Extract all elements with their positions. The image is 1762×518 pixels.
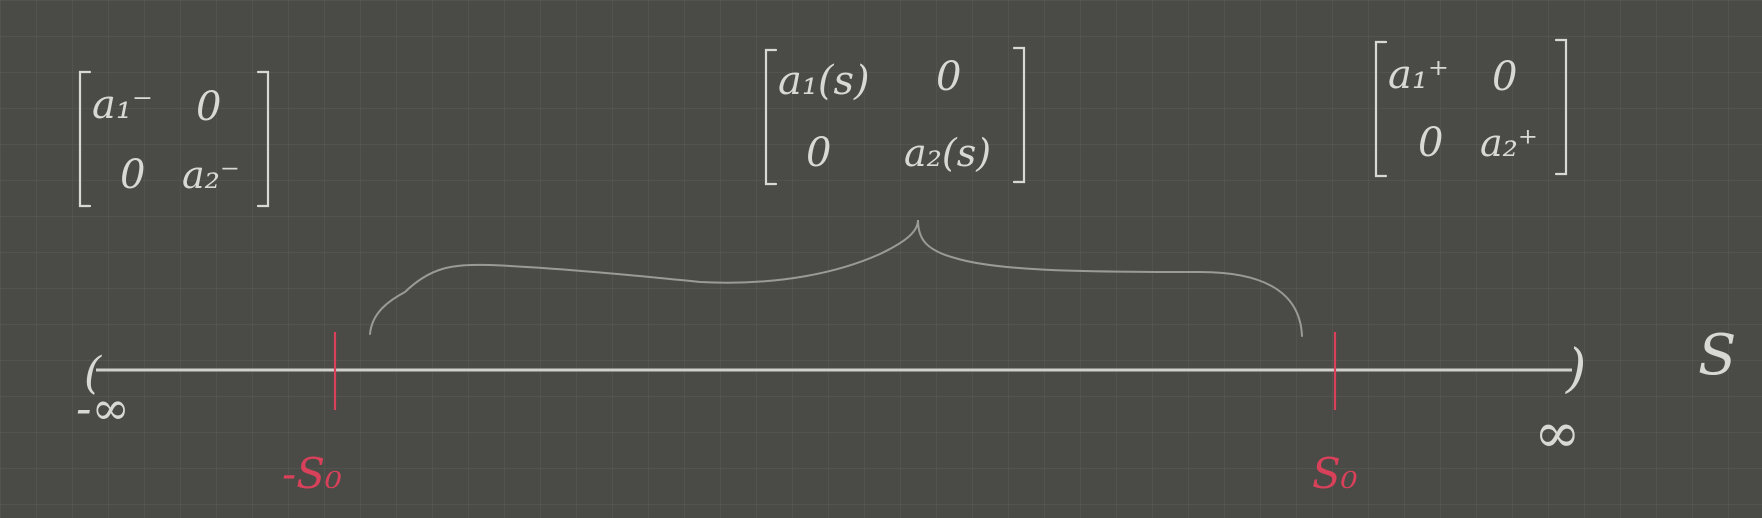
matrix-left-a22: a₂⁻ bbox=[182, 153, 240, 197]
matrix-left-a12: 0 bbox=[196, 84, 221, 130]
matrix-left-a21: 0 bbox=[120, 152, 145, 198]
matrix-right-a11: a₁⁺ bbox=[1388, 52, 1449, 98]
bracket-left-close bbox=[256, 70, 270, 208]
matrix-right-a22: a₂⁺ bbox=[1480, 121, 1538, 165]
matrix-right-a21: 0 bbox=[1418, 120, 1443, 166]
interval-brace bbox=[369, 219, 1303, 337]
matrix-left-a11: a₁⁻ bbox=[92, 82, 153, 128]
bracket-middle-close bbox=[1012, 46, 1026, 184]
neg-infinity-label: -∞ bbox=[76, 381, 130, 435]
matrix-middle-a12: 0 bbox=[936, 54, 961, 100]
neg-s0-label: -S₀ bbox=[282, 449, 342, 498]
matrix-right: a₁⁺ 0 0 a₂⁺ bbox=[1374, 38, 1568, 178]
matrix-left: a₁⁻ 0 0 a₂⁻ bbox=[78, 70, 270, 208]
matrix-middle-a22: a₂(s) bbox=[904, 131, 991, 175]
left-paren: ( bbox=[84, 348, 102, 399]
right-paren: ) bbox=[1565, 339, 1586, 399]
bracket-right-open bbox=[1374, 40, 1388, 178]
matrix-middle-a21: 0 bbox=[806, 130, 831, 176]
matrix-middle-a11: a₁(s) bbox=[778, 58, 870, 104]
bracket-middle-open bbox=[764, 48, 778, 186]
bracket-right-close bbox=[1554, 38, 1568, 176]
pos-s0-label: S₀ bbox=[1312, 449, 1358, 498]
matrix-right-a12: 0 bbox=[1492, 54, 1517, 100]
bracket-left-open bbox=[78, 70, 92, 208]
matrix-middle: a₁(s) 0 0 a₂(s) bbox=[764, 46, 1026, 186]
variable-label: S bbox=[1698, 323, 1736, 388]
pos-infinity-label: ∞ bbox=[1534, 401, 1581, 466]
